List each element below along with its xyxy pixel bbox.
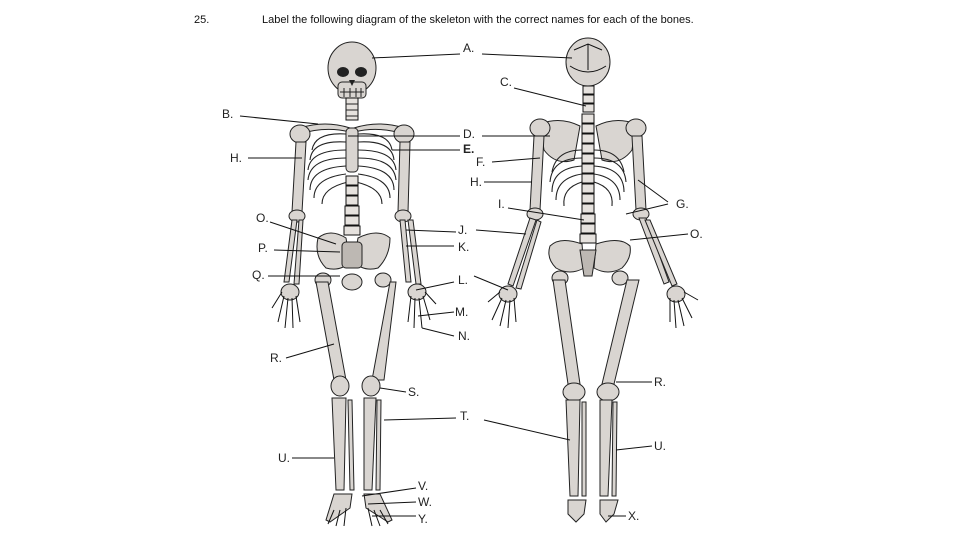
- label-j: J.: [458, 223, 467, 237]
- label-n: N.: [458, 329, 470, 343]
- label-a: A.: [463, 41, 474, 55]
- instruction-text: Label the following diagram of the skele…: [262, 14, 694, 26]
- front-hands: [271, 283, 437, 329]
- back-spine: [579, 113, 597, 244]
- back-skeleton: [487, 37, 699, 523]
- question-number: 25.: [194, 14, 210, 26]
- label-y: Y.: [418, 512, 428, 526]
- back-hands: [487, 285, 699, 329]
- label-u-back: U.: [654, 439, 666, 453]
- label-g: G.: [676, 197, 689, 211]
- back-feet: [567, 499, 619, 523]
- label-v: V.: [418, 479, 428, 493]
- label-x: X.: [628, 509, 639, 523]
- front-spine: [343, 175, 361, 236]
- label-p: P.: [258, 241, 268, 255]
- label-d: D.: [463, 127, 475, 141]
- label-t: T.: [460, 409, 469, 423]
- back-rib-cage: [549, 149, 627, 207]
- labels: A. B. C. D. E. F. H. H. I. G. O. J. O. P…: [222, 41, 703, 526]
- front-skeleton: [271, 41, 437, 527]
- back-skull: [565, 37, 611, 87]
- label-b: B.: [222, 107, 233, 121]
- label-r-front: R.: [270, 351, 282, 365]
- label-h-front: H.: [230, 151, 242, 165]
- label-i: I.: [498, 197, 505, 211]
- label-f: F.: [476, 155, 485, 169]
- label-l: L.: [458, 273, 468, 287]
- label-h-back: H.: [470, 175, 482, 189]
- label-s: S.: [408, 385, 419, 399]
- label-o-back: O.: [690, 227, 703, 241]
- label-q: Q.: [252, 268, 265, 282]
- label-r-back: R.: [654, 375, 666, 389]
- label-o-front: O.: [256, 211, 269, 225]
- label-k: K.: [458, 240, 469, 254]
- front-skull: [327, 41, 377, 99]
- front-feet: [325, 493, 393, 527]
- label-c: C.: [500, 75, 512, 89]
- label-u-front: U.: [278, 451, 290, 465]
- label-w: W.: [418, 495, 432, 509]
- label-e: E.: [463, 142, 474, 156]
- leader-lines: [239, 53, 689, 517]
- label-m: M.: [455, 305, 468, 319]
- front-pelvis: [316, 232, 391, 291]
- front-rib-cage: [307, 133, 397, 205]
